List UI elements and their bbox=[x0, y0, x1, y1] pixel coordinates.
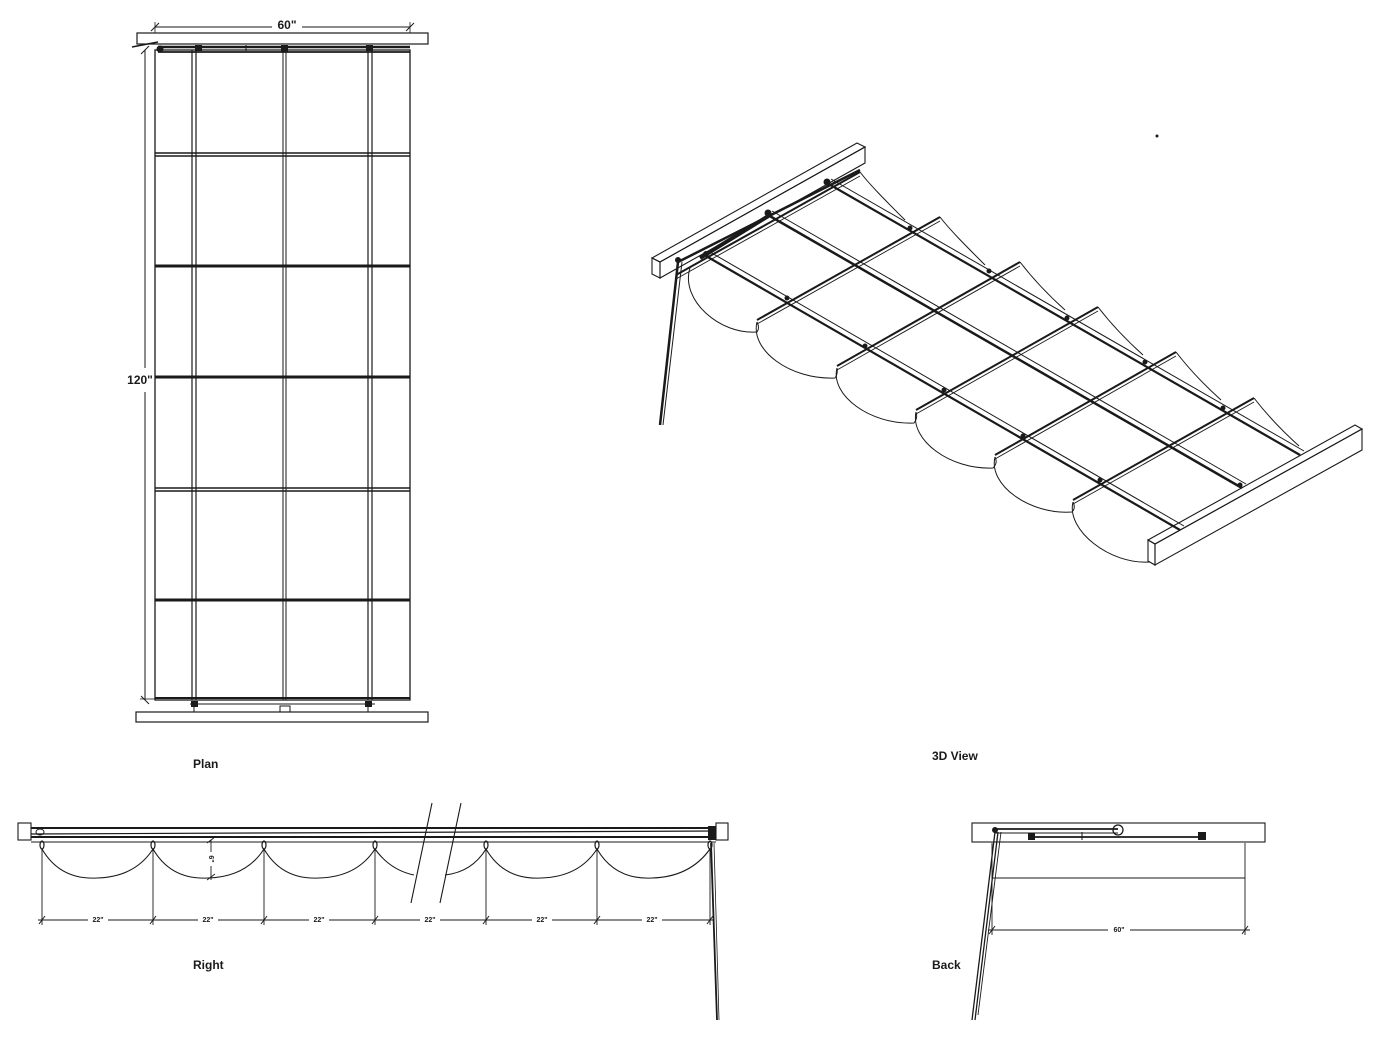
isometric-view: 3D View bbox=[650, 134, 1364, 763]
right-title: Right bbox=[193, 958, 224, 972]
back-beam bbox=[971, 822, 1266, 843]
plan-length-dimension: 120" bbox=[127, 45, 155, 705]
plan-view: 60" 120" bbox=[127, 18, 429, 771]
spacing-label: 22" bbox=[536, 917, 547, 924]
plan-bottom-beam bbox=[135, 711, 429, 723]
iso-bottom-beam bbox=[1146, 424, 1364, 566]
iso-joints bbox=[784, 134, 1243, 488]
plan-vertical-rods bbox=[191, 50, 373, 700]
iso-view-title: 3D View bbox=[932, 749, 978, 763]
iso-top-beam bbox=[650, 142, 867, 279]
spacing-label: 22" bbox=[646, 917, 657, 924]
spacing-label: 22" bbox=[92, 917, 103, 924]
right-left-bracket bbox=[17, 822, 32, 841]
spacing-label: 22" bbox=[313, 917, 324, 924]
right-view: 22" 22" 22" 22" 22" 22" 6" Right bbox=[17, 802, 729, 1021]
sag-label: 6" bbox=[207, 855, 214, 862]
right-fabric-scallops bbox=[41, 848, 711, 879]
break-line bbox=[410, 802, 433, 904]
iso-longitudinal-rods bbox=[705, 178, 1305, 531]
right-extension-lines bbox=[41, 849, 711, 925]
back-mechanism bbox=[992, 824, 1206, 840]
back-title: Back bbox=[932, 958, 961, 972]
back-width-dimension: 60" bbox=[988, 925, 1250, 935]
plan-top-beam bbox=[136, 32, 429, 45]
plan-length-label: 120" bbox=[127, 373, 153, 387]
back-view: 60" Back bbox=[932, 822, 1266, 1021]
plan-bottom-fittings bbox=[191, 701, 372, 713]
break-line bbox=[439, 802, 462, 904]
iso-cross-bars bbox=[675, 171, 1255, 505]
right-spacing-dimension: 22" 22" 22" 22" 22" 22" bbox=[38, 915, 714, 925]
spacing-label: 22" bbox=[424, 917, 435, 924]
right-right-bracket bbox=[715, 822, 729, 841]
plan-width-label: 60" bbox=[277, 18, 296, 32]
back-width-label: 60" bbox=[1113, 927, 1124, 934]
plan-width-dimension: 60" bbox=[150, 18, 415, 33]
right-sag-dimension: 6" bbox=[206, 836, 216, 881]
plan-cross-bars bbox=[155, 152, 410, 705]
plan-title: Plan bbox=[193, 757, 218, 771]
iso-fabric-scallops bbox=[688, 171, 1300, 563]
spacing-label: 22" bbox=[202, 917, 213, 924]
